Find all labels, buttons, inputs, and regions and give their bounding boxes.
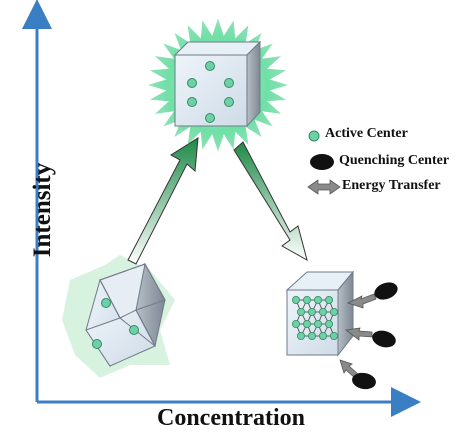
legend-energy-transfer-label: Energy Transfer: [342, 178, 441, 193]
increase-arrow: [127, 137, 199, 265]
low-concentration-cube: [62, 255, 175, 378]
energy-transfer-legend-icon: [307, 179, 341, 195]
x-axis-label: Concentration: [157, 405, 305, 431]
active-center-dot: [224, 78, 234, 88]
active-center-dot: [296, 331, 305, 340]
high-concentration-cube: [285, 270, 398, 390]
active-center-dot: [92, 339, 102, 349]
active-center-dot: [313, 319, 322, 328]
axes: [22, 0, 421, 417]
active-center-dot: [187, 97, 197, 107]
energy-transfer-arrow: [345, 327, 373, 341]
active-center-dot: [329, 331, 338, 340]
active-center-dot: [329, 307, 338, 316]
active-center-dot: [307, 307, 316, 316]
quenching-center-dot: [374, 282, 398, 300]
energy-transfer-arrow: [346, 293, 377, 309]
decrease-arrow: [233, 141, 308, 262]
active-center-lattice: [291, 295, 338, 340]
active-center-dot: [313, 295, 322, 304]
active-center-dot: [129, 325, 139, 335]
active-center-dot: [101, 298, 111, 308]
active-center-dot: [205, 113, 215, 123]
quenching-center-dot: [352, 372, 376, 390]
y-axis-label: Intensity: [29, 162, 56, 258]
active-center-dot: [291, 319, 300, 328]
legend-active-center-label: Active Center: [325, 126, 408, 141]
active-center-dot: [205, 61, 215, 71]
active-center-dot: [318, 307, 327, 316]
active-center-dot: [324, 295, 333, 304]
energy-transfer-arrows: [339, 293, 377, 379]
active-center-dot: [296, 307, 305, 316]
active-center-dot: [187, 78, 197, 88]
active-center-dot: [324, 319, 333, 328]
active-center-legend-icon: [308, 130, 320, 142]
active-center-dot: [302, 295, 311, 304]
optimal-concentration-cube: [148, 18, 288, 152]
legend: [307, 130, 341, 195]
active-center-dot: [302, 319, 311, 328]
legend-quenching-center-label: Quenching Center: [339, 153, 450, 168]
quenching-centers: [352, 282, 398, 390]
quenching-center-dot: [372, 330, 396, 348]
active-center-dot: [224, 97, 234, 107]
active-center-dot: [291, 295, 300, 304]
active-center-dot: [307, 331, 316, 340]
active-center-dot: [318, 331, 327, 340]
quenching-center-legend-icon: [310, 154, 334, 170]
